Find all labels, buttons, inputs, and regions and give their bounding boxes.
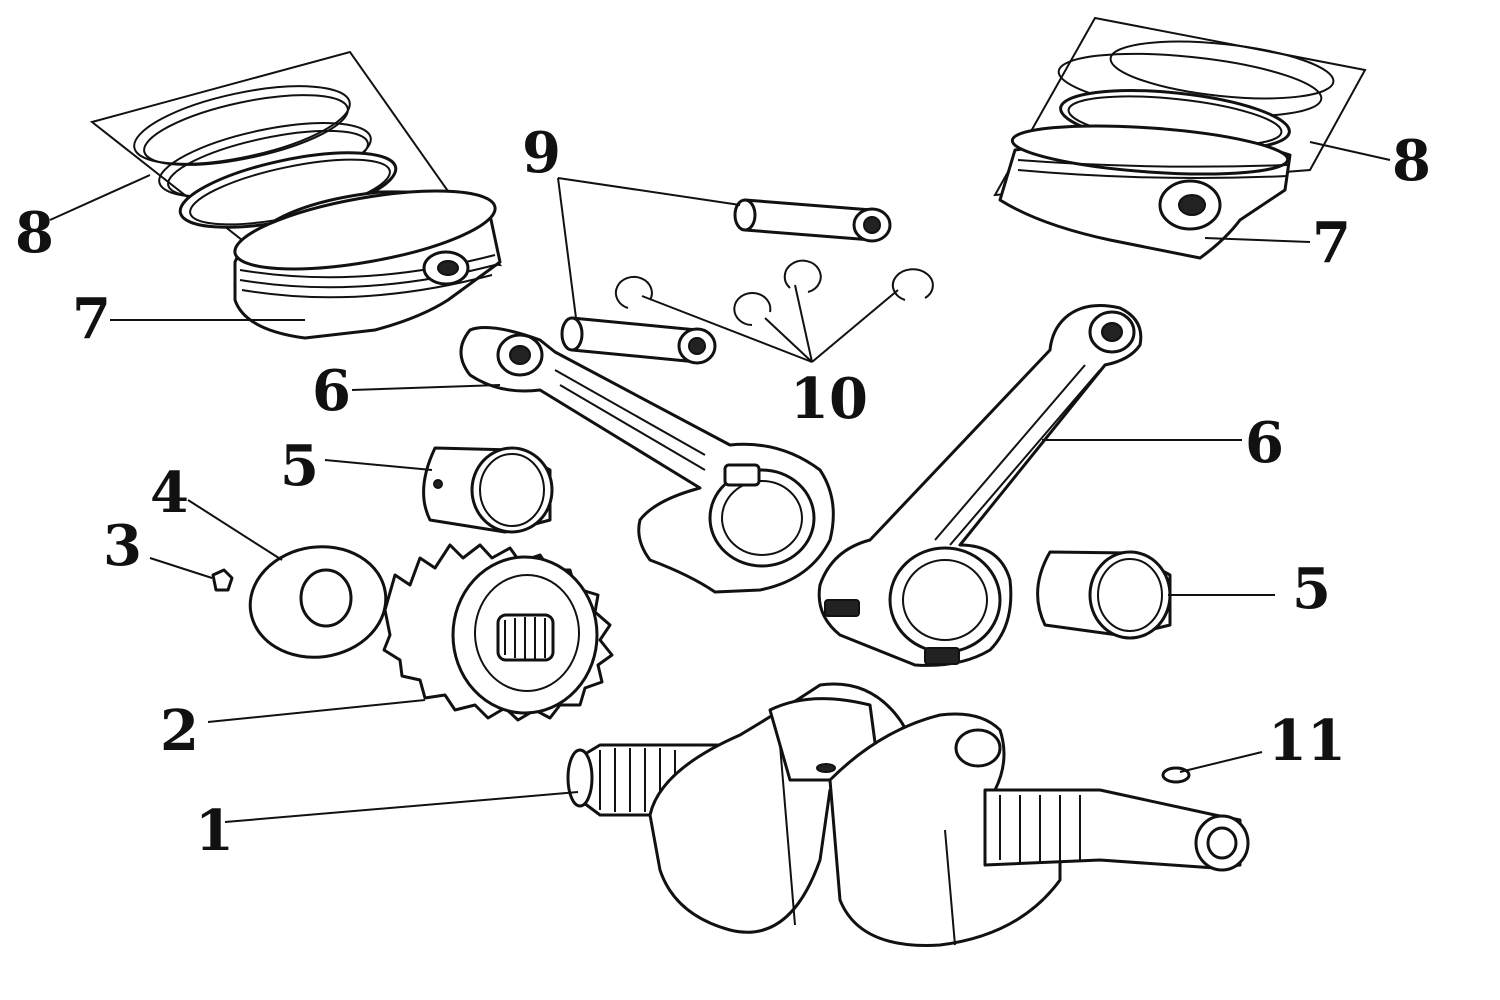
callout-7-left: 7 <box>72 286 111 352</box>
callout-10: 10 <box>790 366 868 432</box>
callout-7-right: 7 <box>1312 210 1351 276</box>
callout-6-right: 6 <box>1245 410 1284 476</box>
callout-8-right: 8 <box>1392 128 1431 194</box>
thrust-washer <box>248 545 388 659</box>
right-bearing-shell <box>1036 550 1172 640</box>
callout-1: 1 <box>195 798 234 864</box>
crankshaft <box>566 682 1250 947</box>
left-piston <box>233 189 502 340</box>
callout-4: 4 <box>150 460 189 526</box>
callout-6-left: 6 <box>312 358 351 424</box>
leader-lines <box>49 141 1391 823</box>
piston-pin-lower <box>560 316 717 365</box>
piston-pin-upper <box>733 198 892 243</box>
right-piston <box>998 124 1292 260</box>
callout-3: 3 <box>103 513 142 579</box>
circlips <box>614 259 934 326</box>
left-connecting-rod <box>459 326 835 594</box>
callout-9: 9 <box>522 120 561 186</box>
left-bearing-shell <box>422 446 554 534</box>
key-small <box>211 568 234 592</box>
callout-11: 11 <box>1268 708 1346 774</box>
callout-8-left: 8 <box>15 200 54 266</box>
right-connecting-rod <box>817 304 1143 667</box>
callout-numbers: 1 2 3 4 5 5 6 6 7 7 8 8 9 10 11 <box>15 120 1431 864</box>
callout-2: 2 <box>160 698 199 764</box>
crank-gear <box>382 543 614 722</box>
callout-5-right: 5 <box>1292 556 1331 622</box>
callout-5-left: 5 <box>280 433 319 499</box>
